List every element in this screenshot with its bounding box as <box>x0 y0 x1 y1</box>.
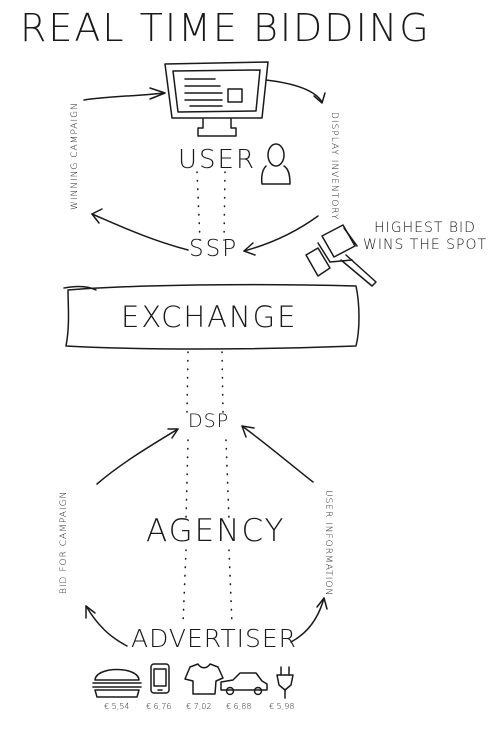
node-agency: AGENCY <box>146 513 286 549</box>
price-tshirt: € 7,02 <box>186 702 212 711</box>
auction-note-line1: HIGHEST BID <box>374 220 476 236</box>
arrow-user-info-to-dsp <box>241 425 314 483</box>
edge-label-bid-for-campaign: BID FOR CAMPAIGN <box>59 490 69 594</box>
car-icon <box>220 672 268 696</box>
auction-note-line2: WINS THE SPOT <box>363 237 488 253</box>
arrow-display-inventory-down <box>243 215 319 256</box>
arrow-bid-for-campaign <box>85 605 128 647</box>
smartphone-icon <box>150 663 170 694</box>
price-smartphone: € 6,76 <box>146 702 172 711</box>
edge-label-display-inventory: DISPLAY INVENTORY <box>329 112 339 221</box>
arrow-agency-to-dsp <box>96 428 179 485</box>
person-icon <box>260 143 291 185</box>
power-plug-icon <box>276 666 294 699</box>
node-ssp: SSP <box>189 236 239 262</box>
tshirt-icon <box>184 663 224 695</box>
burger-icon <box>92 668 142 698</box>
price-power-plug: € 5,98 <box>269 702 295 711</box>
node-dsp: DSP <box>188 410 230 432</box>
arrow-winning-campaign-top <box>83 87 166 101</box>
node-exchange: EXCHANGE <box>121 300 298 334</box>
gavel-icon <box>305 224 377 287</box>
node-advertiser: ADVERTISER <box>131 624 298 653</box>
node-user: USER <box>178 145 257 175</box>
price-burger: € 5,54 <box>104 702 130 711</box>
diagram-title: REAL TIME BIDDING <box>20 6 431 50</box>
arrow-display-inventory <box>265 79 326 104</box>
arrow-winning-campaign-left <box>91 208 189 251</box>
exchange-box <box>65 283 360 350</box>
monitor-icon <box>164 61 269 137</box>
edge-label-user-information: USER INFORMATION <box>323 490 333 597</box>
price-car: € 6,88 <box>226 702 252 711</box>
auction-note: HIGHEST BID WINS THE SPOT <box>363 220 487 254</box>
arrow-advertiser-user-info <box>290 597 328 643</box>
edge-label-winning-campaign: WINNING CAMPAIGN <box>70 102 80 210</box>
